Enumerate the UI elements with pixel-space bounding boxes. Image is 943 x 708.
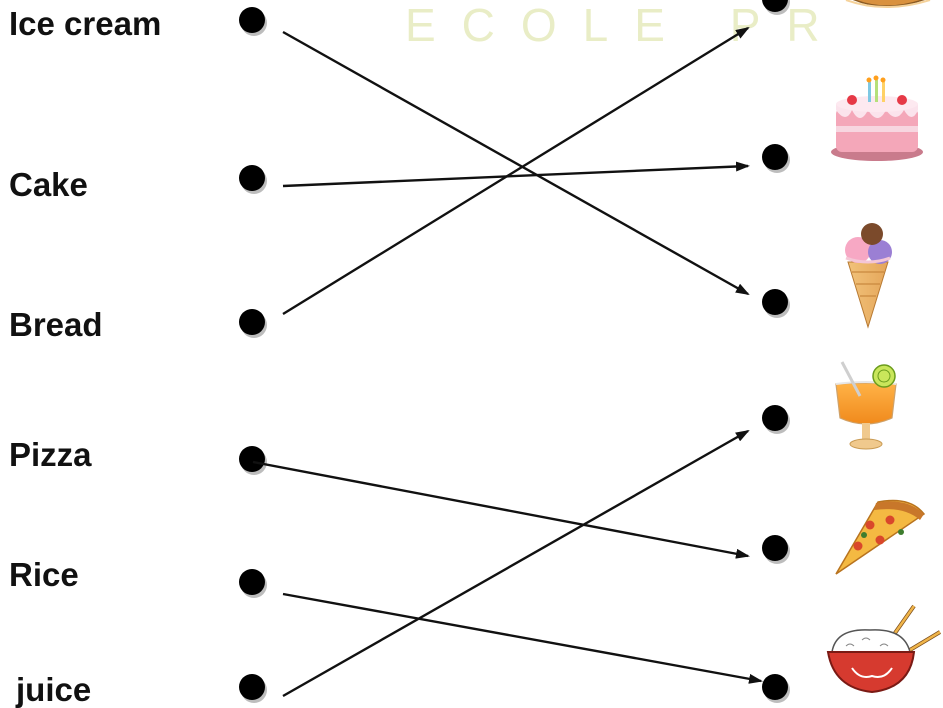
ice-cream-image — [845, 223, 892, 329]
dot-ice-cream-picture[interactable] — [762, 289, 790, 318]
dot-ice-cream[interactable] — [239, 7, 267, 36]
dot-juice[interactable] — [239, 674, 267, 703]
word-juice: juice — [16, 671, 92, 708]
answer-arrows — [252, 26, 763, 698]
arrow-cake — [282, 161, 750, 188]
dot-rice-picture[interactable] — [762, 674, 790, 703]
pizza-image — [835, 499, 926, 575]
juice-image — [835, 361, 897, 450]
dot-rice[interactable] — [239, 569, 267, 598]
word-ice-cream: Ice cream — [9, 5, 162, 42]
dot-cake-picture[interactable] — [762, 144, 790, 173]
arrow-pizza — [252, 460, 750, 559]
dot-pizza[interactable] — [239, 446, 267, 475]
watermark-text: ECOLE PR — [405, 0, 846, 51]
right-dots — [762, 0, 790, 703]
word-rice: Rice — [9, 556, 79, 593]
word-cake: Cake — [9, 166, 88, 203]
left-dots — [239, 7, 267, 703]
arrow-ice-cream — [282, 30, 750, 296]
rice-image — [826, 604, 942, 694]
arrow-rice — [282, 592, 763, 684]
dot-bread-picture[interactable] — [762, 0, 790, 15]
dot-pizza-picture[interactable] — [762, 535, 790, 564]
dot-juice-picture[interactable] — [762, 405, 790, 434]
word-bread: Bread — [9, 306, 103, 343]
dot-cake[interactable] — [239, 165, 267, 194]
word-pizza: Pizza — [9, 436, 92, 473]
dot-bread[interactable] — [239, 309, 267, 338]
bread-image — [845, 0, 931, 8]
arrow-juice — [282, 429, 750, 698]
arrow-bread — [282, 26, 750, 316]
cake-image — [831, 75, 923, 161]
